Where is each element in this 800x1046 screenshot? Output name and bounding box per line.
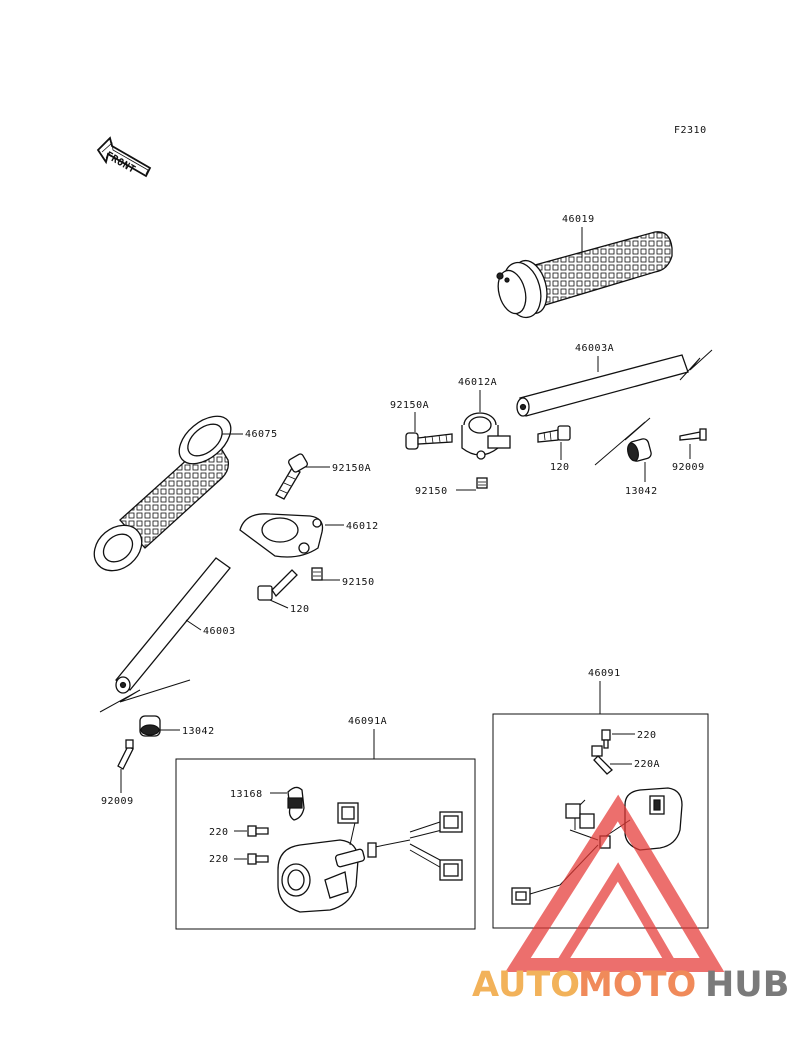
label-92150A-right: 92150A (390, 400, 429, 411)
label-92150-right: 92150 (415, 486, 448, 497)
label-13042-right: 13042 (625, 486, 658, 497)
label-220-left-1: 220 (209, 827, 229, 838)
left-grip-46075 (93, 415, 232, 572)
label-92009-right: 92009 (672, 462, 705, 473)
screw-220-left-1 (247, 825, 269, 837)
label-92009-left: 92009 (101, 796, 134, 807)
clip-13168 (287, 786, 305, 821)
weight-13042-right (594, 417, 652, 466)
front-arrow-icon: FRONT (96, 136, 152, 178)
right-grip-46019 (496, 231, 673, 319)
box-46091A (175, 758, 476, 930)
screw-92009-left (117, 739, 134, 770)
bolt-120-left (257, 569, 298, 601)
label-220-right: 220 (637, 730, 657, 741)
label-46019: 46019 (562, 214, 595, 225)
right-bar-46003A (516, 349, 713, 417)
label-220-left-2: 220 (209, 854, 229, 865)
label-46012A: 46012A (458, 377, 497, 388)
screw-92009-right (679, 428, 707, 441)
screw-220-left-2 (247, 853, 269, 865)
watermark-auto: AUTO (472, 965, 580, 1005)
screw-220-right (601, 729, 611, 749)
label-46012: 46012 (346, 521, 379, 532)
bolt-120-right (537, 425, 571, 443)
left-clamp-46012 (239, 513, 324, 558)
right-clamp-46012A (461, 412, 511, 460)
watermark-hub: HUB (705, 965, 789, 1005)
diagram-code: F2310 (674, 125, 707, 136)
label-46003: 46003 (203, 626, 236, 637)
label-46075: 46075 (245, 429, 278, 440)
label-220A-right: 220A (634, 759, 660, 770)
bolt-92150A-left (275, 453, 308, 500)
weight-13042-left (139, 715, 161, 737)
bolt-92150-right (476, 477, 488, 489)
label-120-right: 120 (550, 462, 570, 473)
label-92150A-left: 92150A (332, 463, 371, 474)
label-92150-left: 92150 (342, 577, 375, 588)
watermark-moto: MOTO (578, 965, 696, 1005)
label-46091A: 46091A (348, 716, 387, 727)
left-switch-housing (277, 802, 463, 913)
label-13168: 13168 (230, 789, 263, 800)
watermark-logo-icon (505, 794, 725, 972)
label-120-left: 120 (290, 604, 310, 615)
left-bar-46003 (99, 557, 231, 713)
screw-220A-right (591, 745, 613, 775)
label-13042-left: 13042 (182, 726, 215, 737)
bolt-92150-left (311, 567, 323, 581)
bolt-92150A-right (405, 432, 453, 450)
label-46091: 46091 (588, 668, 621, 679)
label-46003A: 46003A (575, 343, 614, 354)
